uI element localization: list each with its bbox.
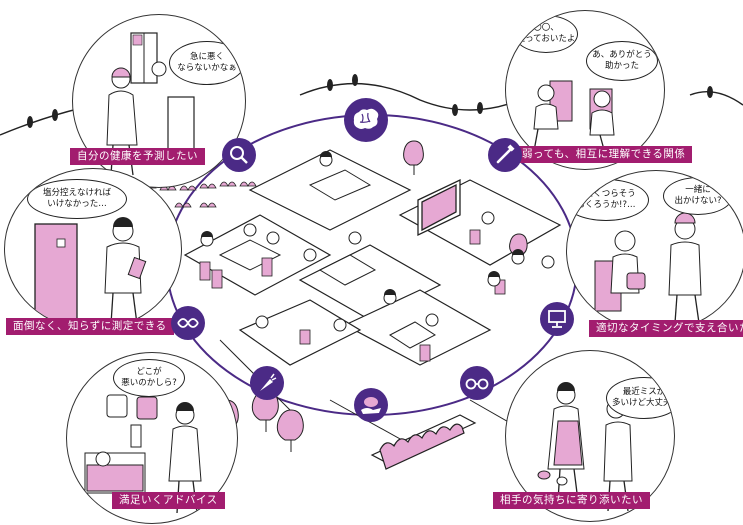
monitor-icon xyxy=(540,302,574,336)
health-prediction-scene xyxy=(106,32,195,176)
caption-health-prediction: 自分の健康を予測したい xyxy=(70,148,205,165)
speech-bubble: 一緒に 出かけない? xyxy=(663,177,733,215)
speech-bubble: どこが 悪いのかしら? xyxy=(113,359,185,397)
magnifier-icon xyxy=(222,138,256,172)
glasses-icon xyxy=(460,366,494,400)
speech-bubble: 急に悪く ならないかなぁ xyxy=(169,41,245,85)
caption-satisfying-advice: 満足いくアドバイス xyxy=(112,492,225,509)
vignette-timely-support: 重たくつらそう おくろうか!?… 一緒に 出かけない? xyxy=(566,170,743,332)
speech-bubble: あ、ありがとう 助かった xyxy=(586,41,658,81)
hand-pill-icon xyxy=(354,388,388,422)
vignette-effortless-measurement: 塩分控えなければ いけなかった… xyxy=(4,168,182,330)
effortless-measurement-scene xyxy=(34,217,147,325)
speech-bubble: 最近ミスが 多いけど大丈夫? xyxy=(606,377,674,419)
carrot-icon xyxy=(250,366,284,400)
speech-bubble: 重たくつらそう おくろうか!?… xyxy=(567,179,649,221)
dna-icon xyxy=(171,306,205,340)
caption-mutual-understanding: 弱っても、相互に理解できる関係 xyxy=(515,146,693,163)
speech-bubble: 〇〇、 送っておいたよ xyxy=(514,15,578,53)
toothbrush-icon xyxy=(488,138,522,172)
satisfying-advice-scene xyxy=(84,394,202,514)
caption-effortless-measurement: 面倒なく、知らずに測定できる xyxy=(6,318,174,335)
mutual-understanding-scene xyxy=(533,80,615,158)
caption-timely-support: 適切なタイミングで支え合いたい xyxy=(589,320,743,337)
caption-empathy: 相手の気持ちに寄り添いたい xyxy=(493,492,650,509)
timely-support-scene xyxy=(594,212,702,324)
speech-bubble: 塩分控えなければ いけなかった… xyxy=(27,179,127,219)
brain-icon xyxy=(344,98,388,142)
vignette-mutual-understanding: 〇〇、 送っておいたよ あ、ありがとう 助かった xyxy=(505,10,665,170)
